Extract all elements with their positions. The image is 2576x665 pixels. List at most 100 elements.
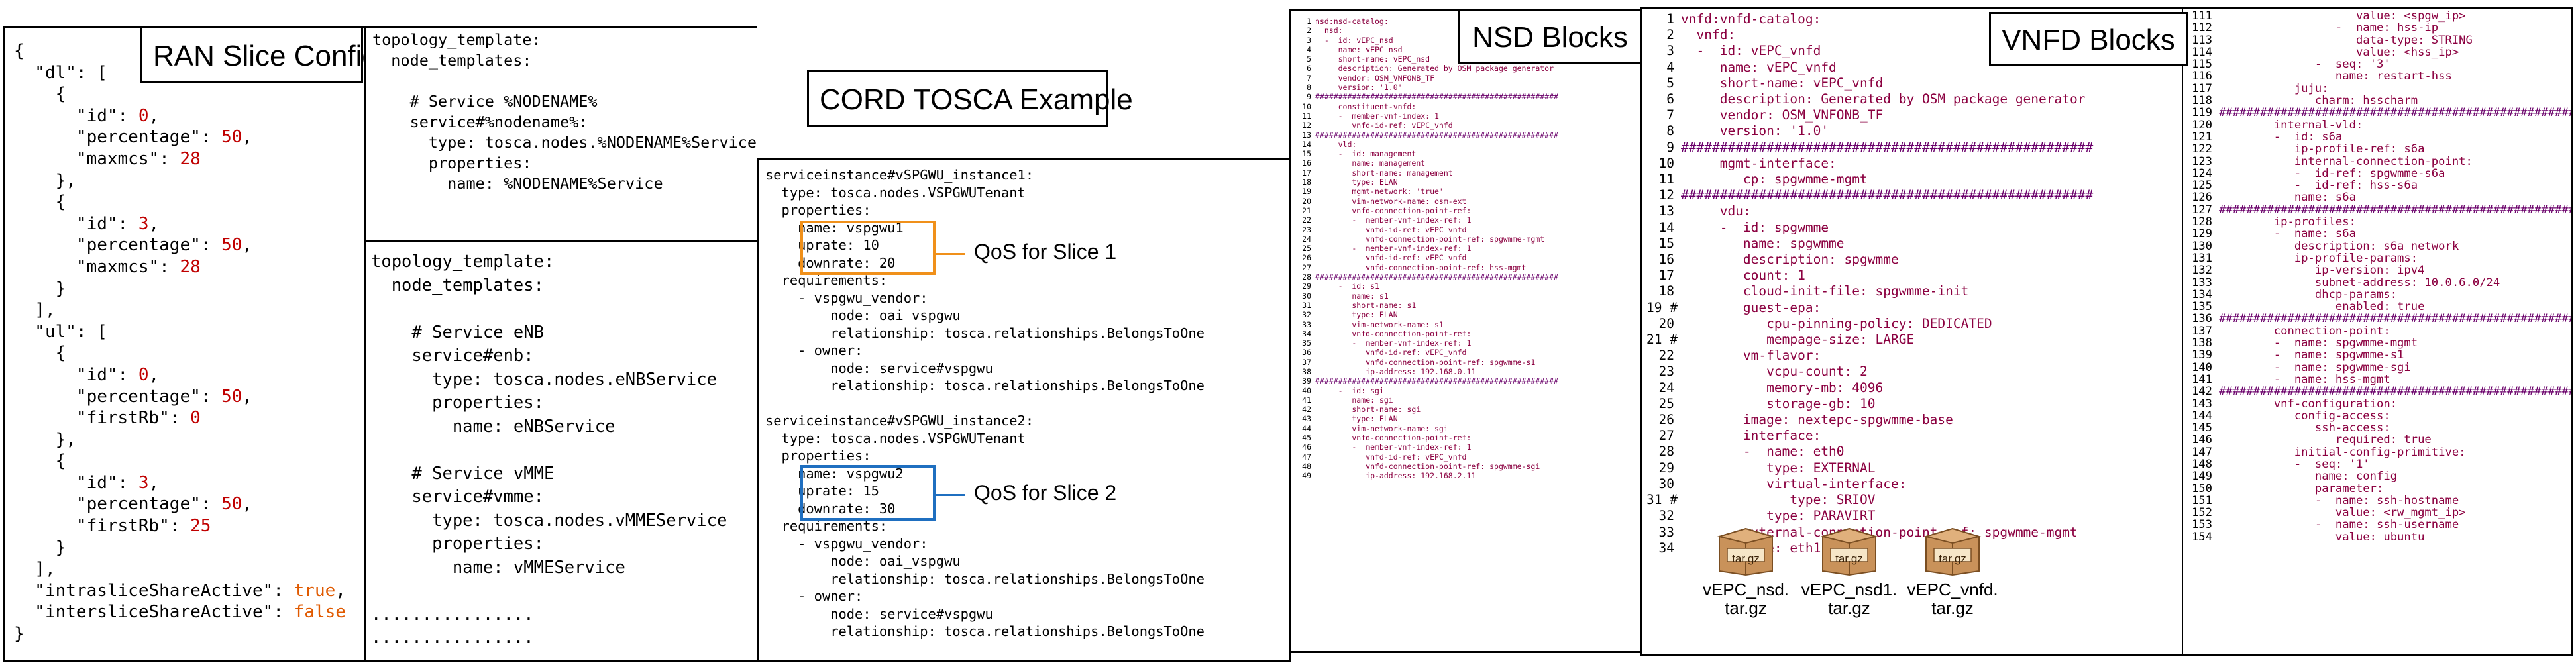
line-number: 129 [2191,227,2212,241]
qos-slice2-label: QoS for Slice 2 [974,481,1117,505]
line-number: 18 [1658,283,1674,299]
code-line: vm-flavor: [1681,348,1821,364]
code-line: - id: sgi [1315,385,1384,395]
ran-json-code: { "dl": [ { "id": 0, "percentage": 50, "… [14,40,346,645]
code-line: dhcp-params: [2219,287,2398,301]
line-number: 28 [1302,272,1311,282]
line-number: 33 [1658,524,1674,540]
code-line: vnfd-id-ref: vEPC_vnfd [1315,253,1467,263]
line-number: 137 [2191,324,2212,338]
line-number: 19 [1302,187,1311,197]
line-number: 48 [1302,461,1311,471]
archive-box-icon: tar.gz [1922,523,1983,576]
line-number: 49 [1302,471,1311,481]
code-line: required: true [2219,433,2432,447]
code-line: - seq: '3' [2219,58,2390,72]
line-number: 37 [1302,357,1311,367]
line-number: 35 [1302,338,1311,348]
json-value: 50 [221,127,242,148]
line-number: 9 [1307,92,1311,102]
line-number: 136 [2191,312,2212,326]
code-line: short-name: management [1315,168,1453,178]
line-number: 24 [1658,380,1674,395]
line-number: 153 [2191,518,2212,532]
json-line: { [14,192,66,213]
ran-slice-config-panel: { "dl": [ { "id": 0, "percentage": 50, "… [3,26,366,662]
line-number: 3 [1307,35,1311,45]
line-number: 33 [1302,319,1311,329]
line-number: 134 [2191,287,2212,301]
code-line: cloud-init-file: spgwmme-init [1681,283,1969,299]
qos-slice1-box [800,221,936,275]
line-number: 46 [1302,442,1311,452]
code-line: vnfd: [1681,27,1736,43]
json-line: } [14,537,66,558]
line-number: 20 [1658,315,1674,331]
code-line: version: '1.0' [1315,83,1403,93]
code-line: vim-network-name: sgi [1315,423,1448,433]
code-line: - id-ref: spgwmme-s6a [2219,166,2445,180]
json-line: "id": 0, [14,105,160,126]
code-line: - id: s6a [2219,130,2343,144]
code-line: - name: hss-ip [2219,21,2439,35]
code-line: vim-network-name: s1 [1315,319,1444,329]
code-line: vnfd-id-ref: vEPC_vnfd [1315,452,1467,462]
line-number: 122 [2191,142,2212,156]
code-line: vnfd-connection-point-ref: [1315,205,1472,215]
json-value: 3 [138,472,149,493]
line-number: 152 [2191,506,2212,520]
line-number: 36 [1302,348,1311,358]
code-line: description: Generated by OSM package ge… [1681,91,2086,107]
topology-template-services-panel: topology_template: node_templates: # Ser… [364,240,759,662]
line-number: 135 [2191,300,2212,314]
json-line: { [14,451,66,472]
line-number: 8 [1307,83,1311,93]
code-line: value: <spgw_ip> [2219,9,2466,23]
line-number: 140 [2191,360,2212,374]
code-line: enabled: true [2219,300,2425,314]
code-line: storage-gb: 10 [1681,395,1876,411]
code-line: description: spgwmme [1681,252,1899,268]
code-line: - member-vnf-index: 1 [1315,111,1439,121]
line-number: 13 [1658,203,1674,219]
line-number: 40 [1302,385,1311,395]
line-number: 11 [1658,172,1674,187]
line-number: 7 [1666,107,1674,123]
qos-slice2-box [800,465,936,521]
line-number: 4 [1307,44,1311,54]
code-line: vnfd:vnfd-catalog: [1681,11,1821,26]
code-line: vnfd-connection-point-ref: spgwmme-mgmt [1315,234,1545,244]
line-number: 142 [2191,385,2212,399]
json-line: "percentage": 50, [14,386,253,407]
line-number: 25 [1302,244,1311,254]
line-number: 9 [1666,139,1674,155]
code-line: vdu: [1681,203,1751,219]
code-line: ########################################… [1315,92,1558,102]
line-number: 115 [2191,58,2212,72]
line-number: 39 [1302,376,1311,386]
code-line: - name: spgwmme-mgmt [2219,336,2418,350]
json-line: ], [14,300,56,321]
qos-slice2-connector [936,494,965,496]
code-line: vnf-configuration: [2219,397,2398,411]
line-number: 123 [2191,154,2212,168]
line-number: 18 [1302,178,1311,187]
line-number: 26 [1658,412,1674,428]
code-line: count: 1 [1681,268,1805,283]
cord-tosca-panel: serviceinstance#vSPGWU_instance1: type: … [757,158,1291,662]
line-number: 27 [1302,262,1311,272]
code-line: cp: spgwmme-mgmt [1681,172,1868,187]
json-line: { [14,343,66,364]
vnfd-column-divider [2182,9,2183,654]
code-line: ########################################… [1315,376,1558,386]
code-line: value: <rw_mgmt_ip> [2219,506,2466,520]
line-number: 27 [1658,428,1674,444]
code-line: version: '1.0' [1681,123,1829,139]
code-line: type: ELAN [1315,414,1398,424]
line-number: 29 [1658,460,1674,476]
code-line: initial-config-primitive: [2219,445,2466,459]
